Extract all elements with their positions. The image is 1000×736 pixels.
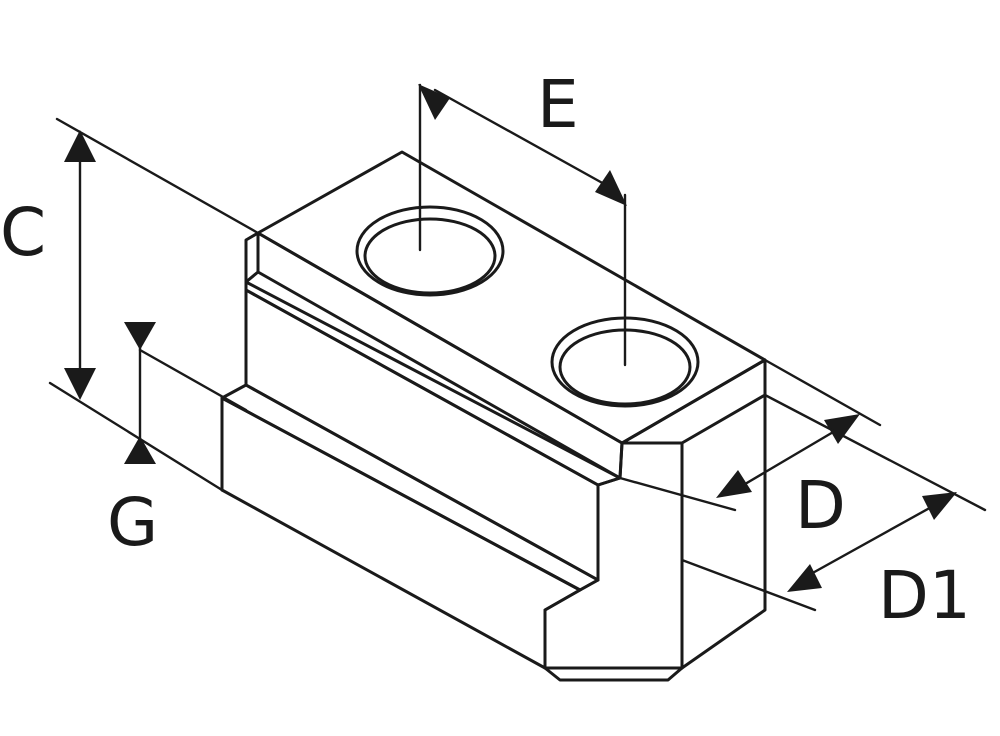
- arrow-up-right-icon: [922, 492, 957, 520]
- dim-label-c: C: [0, 194, 46, 271]
- counterbore-holes: [355, 205, 700, 408]
- arrow-up-right-icon: [824, 414, 860, 444]
- dim-label-d1: D1: [878, 557, 971, 634]
- lower-step-top: [220, 383, 600, 592]
- arrow-up-icon: [124, 436, 156, 464]
- shoulder-face: [244, 231, 260, 284]
- dimension-d1: D1: [680, 393, 987, 634]
- bottom-edge: [543, 666, 684, 682]
- arrow-right-icon: [595, 170, 627, 206]
- dimension-c: C: [0, 117, 260, 492]
- dimension-d: D: [618, 358, 882, 544]
- arrow-left-icon: [418, 84, 450, 120]
- dim-label-e: E: [537, 66, 579, 143]
- upper-front-face: [256, 231, 624, 480]
- arrow-down-left-icon: [716, 470, 752, 498]
- arrow-down-left-icon: [787, 564, 822, 592]
- dim-label-d: D: [795, 467, 846, 544]
- arrow-down-icon: [64, 368, 96, 400]
- lower-front-face: [220, 396, 582, 670]
- bottom-front-face: [543, 441, 684, 670]
- arrow-down-icon: [124, 322, 156, 350]
- recessed-band: [244, 280, 622, 487]
- end-chamfer-edge: [680, 393, 767, 445]
- dimension-g: G: [107, 322, 248, 561]
- t-slot-nut-body: [220, 150, 767, 682]
- top-face: [256, 150, 767, 445]
- dim-label-g: G: [107, 484, 158, 561]
- right-end-face: [620, 358, 767, 670]
- arrow-up-icon: [64, 130, 96, 162]
- dimension-e: E: [418, 66, 627, 367]
- counterbore-hole-1: [355, 205, 505, 297]
